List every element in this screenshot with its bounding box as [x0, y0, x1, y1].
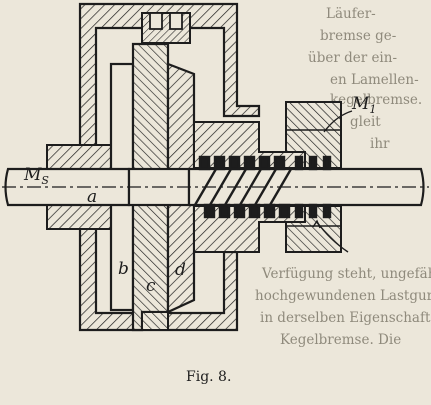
part-labels: MS a b c d M1 [23, 94, 376, 296]
bg-line: en Lamellen- [330, 72, 419, 88]
screw-thread [193, 155, 332, 219]
brake-housing [78, 2, 261, 332]
bg-line: Läufer- [326, 6, 376, 22]
leader-m1 [323, 110, 353, 133]
bg-line: ihr [370, 136, 390, 152]
label-d: d [175, 260, 186, 280]
bg-line: in derselben Eigenschaft wie die e [260, 310, 431, 326]
bg-line: über der ein- [308, 50, 397, 66]
label-ms: MS [23, 165, 49, 187]
label-b: b [118, 259, 129, 279]
label-a: a [87, 187, 97, 207]
bg-line: Kegelbremse. Die [280, 332, 401, 348]
label-m1: M1 [351, 94, 376, 116]
arrow-head-icon [312, 219, 321, 229]
bg-line: bremse ge- [320, 28, 396, 44]
bg-line: hochgewundenen Lastgurte, Lieder [255, 288, 431, 304]
bg-line: Verfügung steht, ungefähr gleich [261, 266, 431, 282]
bg-line: kegelbremse. [330, 92, 422, 108]
figure-caption: Fig. 8. [186, 369, 231, 385]
label-c: c [146, 276, 156, 296]
bg-line: gleit [350, 114, 381, 130]
background-text: Läufer- bremse ge- über der ein- en Lame… [255, 6, 431, 348]
